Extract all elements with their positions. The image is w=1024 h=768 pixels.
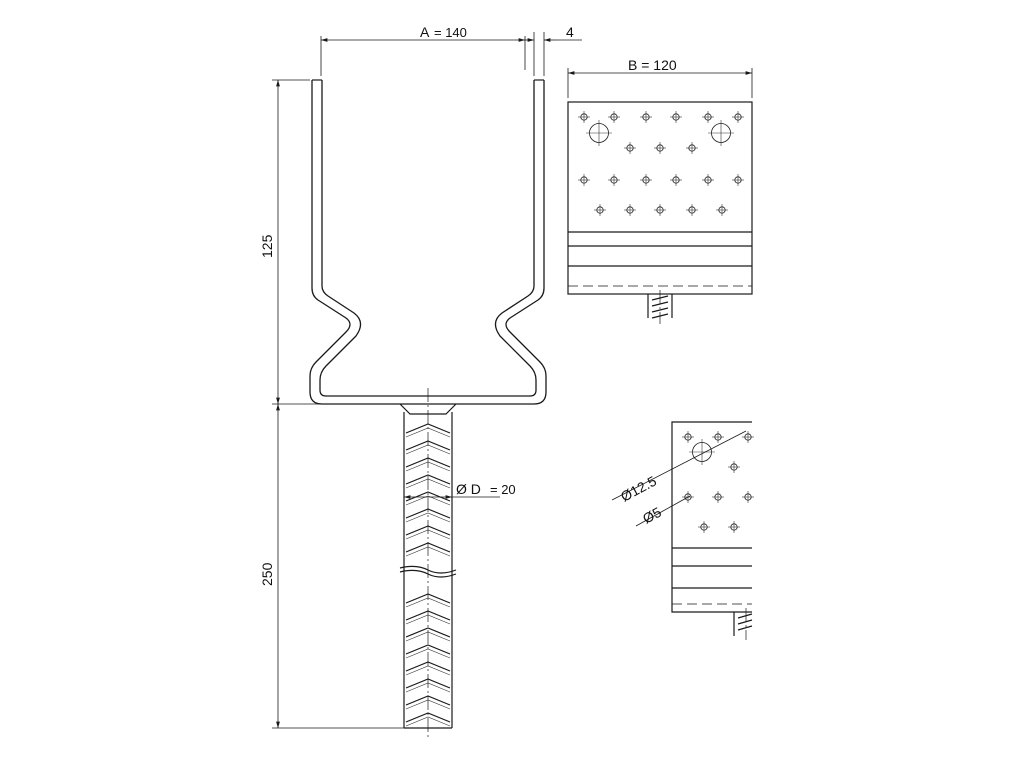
small-hole (702, 111, 714, 123)
small-hole (742, 491, 754, 503)
rebar-rib (405, 644, 451, 655)
dimension-d-label: Ø D (456, 481, 481, 497)
rebar-rib-edge (405, 631, 451, 642)
small-hole (608, 111, 620, 123)
rebar-rib (405, 610, 451, 621)
rebar-rib (405, 440, 451, 451)
small-hole (728, 521, 740, 533)
detail-view-rebar-stub (733, 608, 753, 640)
small-hole (702, 174, 714, 186)
rebar-rib-edge (405, 478, 451, 489)
rebar-rib (405, 508, 451, 519)
dimension-a: A = 140 (320, 24, 526, 76)
rebar-rib (405, 712, 451, 723)
large-hole (689, 439, 715, 465)
rebar-rib (405, 525, 451, 536)
dimension-d-value: = 20 (490, 482, 516, 497)
large-hole (708, 120, 734, 146)
dimension-d: Ø D = 20 (404, 481, 516, 499)
detail-view-holes (682, 431, 754, 533)
small-hole (732, 111, 744, 123)
rebar-rib-edge (405, 529, 451, 540)
dimension-thickness-label: 4 (566, 24, 574, 40)
dimension-thickness: 4 (520, 24, 582, 76)
small-hole (608, 174, 620, 186)
rebar-anchor (399, 388, 457, 738)
dimension-b-label: B = 120 (628, 57, 677, 73)
small-hole (698, 521, 710, 533)
detail-view: Ø12.5 Ø5 (611, 421, 754, 640)
rebar-rib (405, 627, 451, 638)
dimension-a-label: A (420, 24, 430, 40)
rebar-rib (405, 474, 451, 485)
small-hole (670, 111, 682, 123)
small-hole (742, 431, 754, 443)
rebar-rib-edge (405, 546, 451, 557)
small-hole (686, 204, 698, 216)
rebar-rib (405, 542, 451, 553)
small-hole (624, 204, 636, 216)
rebar-rib-edge (405, 597, 451, 608)
small-hole-leader (635, 495, 691, 527)
rebar-ribs (405, 423, 451, 727)
small-hole (578, 174, 590, 186)
rebar-rib (405, 661, 451, 672)
rebar-rib-edge (405, 614, 451, 625)
small-hole (728, 461, 740, 473)
large-hole-label: Ø12.5 (618, 473, 659, 505)
dimension-height-bottom-label: 250 (259, 562, 275, 586)
rebar-rib (405, 423, 451, 434)
dimension-height-top-label: 125 (259, 234, 275, 258)
side-view-rebar-stub (647, 290, 673, 324)
small-hole (682, 431, 694, 443)
small-hole (640, 174, 652, 186)
small-hole (712, 431, 724, 443)
dimension-height-top: 125 (259, 79, 320, 405)
small-hole (624, 142, 636, 154)
dimension-height-bottom: 250 (259, 404, 404, 729)
rebar-rib (405, 678, 451, 689)
rebar-rib-edge (405, 682, 451, 693)
small-hole (578, 111, 590, 123)
rebar-rib-edge (405, 461, 451, 472)
rebar-rib-edge (405, 699, 451, 710)
u-bracket-front-view (309, 79, 547, 405)
rebar-rib-edge (405, 444, 451, 455)
dimension-b: B = 120 (567, 57, 753, 98)
rebar-rib-edge (405, 665, 451, 676)
rebar-rib-edge (405, 716, 451, 727)
dimension-a-value: = 140 (434, 25, 467, 40)
small-hole-label: Ø5 (640, 504, 664, 527)
small-hole (712, 491, 724, 503)
large-hole (586, 120, 612, 146)
small-hole (654, 204, 666, 216)
rebar-rib (405, 593, 451, 604)
small-hole (686, 142, 698, 154)
rebar-rib-edge (405, 512, 451, 523)
small-hole (732, 174, 744, 186)
side-view (567, 101, 753, 324)
rebar-rib (405, 457, 451, 468)
small-hole (640, 111, 652, 123)
small-hole (670, 174, 682, 186)
small-hole (716, 204, 728, 216)
side-view-holes (578, 111, 744, 216)
rebar-rib-edge (405, 427, 451, 438)
rebar-rib-edge (405, 648, 451, 659)
rebar-rib (405, 695, 451, 706)
small-hole (654, 142, 666, 154)
small-hole (594, 204, 606, 216)
large-hole-leader (611, 430, 747, 501)
